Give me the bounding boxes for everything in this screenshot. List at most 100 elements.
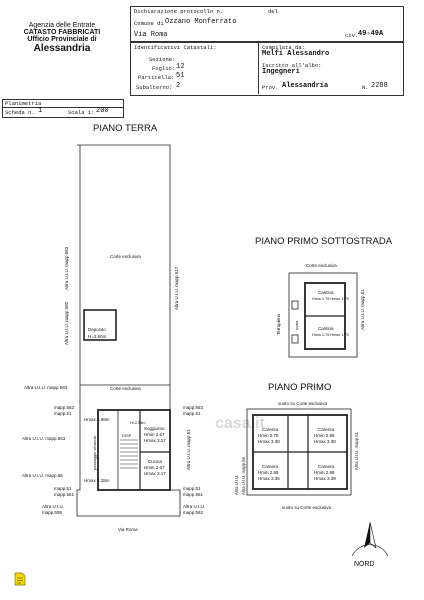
altra-uiu-left: Altra U.I.U. [42,504,64,509]
altra-uiu-primo-left2: Altra U.I.U. [234,475,239,495]
foglio-value: 12 [176,63,185,71]
vuoto-corte-bottom: vuoto su Corte esclusiva [282,505,332,510]
altra-uiu-582-vertical: Altra U.I.U. mapp.582 [64,301,69,345]
sottostrada-corte: Corte esclusiva [306,263,337,268]
identifiers-box [130,42,404,96]
particella-value: 51 [176,72,185,80]
watermark-text: casa.it [215,415,265,432]
prov-label: Prov. [262,84,279,91]
terrapieno-label: Terrapieno [276,313,281,335]
camera-1-hmin: Hmin 2.78 [258,433,279,438]
foglio-label: Foglio: [152,65,176,72]
via-roma-label: Via Roma [118,527,138,532]
cucina-hmin: Hmin 2.67 [144,465,165,470]
compilata-label: Compilata da: [262,44,305,51]
house-footprint [97,409,171,491]
agency-province: Alessandria [33,43,91,54]
nord-label: NORD [354,561,375,568]
n-value: 2288 [371,82,388,90]
dichiarazione-label: Dichiarazione protocollo n. [134,8,224,15]
comune-label: Comune di [134,20,164,27]
camera-2-label: Camera [318,427,335,432]
mapp-562-right: mapp.562 [183,510,204,515]
planimetria-label: Planimetria [5,100,42,107]
cantina-2-label: Cantina [318,326,334,331]
scala-sottostrada: scala [294,320,299,330]
agency-name: Agenzia delle Entrate [28,22,96,29]
via-value: Via Roma [134,31,168,39]
camera-4-label: Camera [318,464,335,469]
camera-3-label: Camera [262,464,279,469]
camera-1-hmax: Hmax 3.38 [258,439,280,444]
deposito-label: Deposito [88,327,106,332]
camera-2-hmax: Hmax 3.38 [314,439,336,444]
corte-esclusiva-label-2: Corte esclusiva [110,386,141,391]
mapp-51-right: mapp.51 [183,411,201,416]
altra-uiu-right: Altra U.I.U. [183,504,205,509]
iscritto-label: Iscritto all'albo: [262,62,322,69]
altra-uiu-517-vertical: Altra U.I.U. mapp.517 [174,266,179,310]
mapp-563-right: mapp.563 [183,405,204,410]
del-label: del [268,8,278,15]
scheda-divider [2,107,123,108]
altra-uiu-51-right-vertical: Altra U.I.U. mapp.51 [186,429,191,470]
hmax-398: Hmax 3.98m [84,417,110,422]
civ-value: 49-49A [358,30,384,38]
camera-4-hmin: Hmin 2.88 [314,470,335,475]
mapp-595-left: mapp.595 [42,510,63,515]
civ-label: civ. [345,32,359,39]
soggiorno-hmin: Hmin 2.67 [144,432,165,437]
altra-uiu-51-sottostrada: Altra U.I.U. mapp.51 [360,289,365,330]
camera-4-hmax: Hmax 3.38 [314,476,336,481]
cantina-1-label: Cantina [318,290,334,295]
cucina-hmax: Hmax 3.17 [144,471,166,476]
scheda-label: Scheda n. [5,109,35,116]
mapp-51-right-2: mapp.51 [183,486,201,491]
note-icon[interactable] [14,572,26,586]
piano-primo-sottostrada-title: PIANO PRIMO SOTTOSTRADA [255,236,393,247]
piano-terra-outline [76,144,181,517]
compilata-value: Melfi Alessandro [262,50,330,58]
vuoto-corte-top: vuoto su Corte esclusiva [278,401,328,406]
altra-uiu-51-primo: Altra U.I.U. mapp.51 [354,431,359,470]
scheda-value: 1 [38,107,43,115]
camera-3-hmax: Hmax 3.35 [258,476,280,481]
piano-primo-title: PIANO PRIMO [268,382,331,393]
hmax-328: Hmax 3.28m [84,478,110,483]
cantina-2-height: Hmin 1.75 Hmax 1.75 [312,333,349,337]
mapp-563-left: mapp.563 [54,405,75,410]
h-label: H=2.55m [130,421,146,425]
mapp-561-left: mapp.561 [54,492,75,497]
iscritto-value: Ingegneri [262,68,300,76]
declaration-box [130,6,404,42]
cantina-1-height: Hmin 1.75 Hmax 1.75 [312,297,349,301]
camera-3-hmin: Hmin 2.85 [258,470,279,475]
deposito-room [83,309,117,341]
passaggio-veranda: passaggio veranda [92,435,97,470]
mapp-561-right: mapp.561 [183,492,204,497]
sezione-label: Sezione: [149,56,176,63]
camera-2-hmin: Hmin 2.88 [314,433,335,438]
piano-primo-outline [246,408,352,496]
identificativi-label: Identificativi Catastali: [134,44,217,51]
scheda-box [2,99,124,118]
cucina-label: Cucina [148,459,163,464]
north-arrow: NORD [351,521,389,568]
sottostrada-outline [288,272,358,358]
scala-value: 200 [96,107,109,115]
altra-uiu-56-left: Altra U.I.U. mapp.56 [22,473,63,478]
soggiorno-label: Soggiorno [144,426,165,431]
subalterno-label: Subalterno: [136,84,173,91]
soggiorno-hmax: Hmax 3.17 [144,438,166,443]
piano-terra-title: PIANO TERRA [93,123,158,134]
agency-office: Ufficio Provinciale di [27,36,97,43]
subalterno-value: 2 [176,82,181,90]
agency-block: Agenzia delle Entrate CATASTO FABBRICATI… [0,22,124,54]
altra-uiu-56-primo: Altra U.I.U. mapp.56 [241,456,246,495]
mapp-51-left: mapp.51 [54,411,72,416]
camera-1-label: Camera [262,427,279,432]
altra-uiu-563-left: Altra U.I.U. mapp.563 [22,436,66,441]
prov-value: Alessandria [282,82,329,90]
